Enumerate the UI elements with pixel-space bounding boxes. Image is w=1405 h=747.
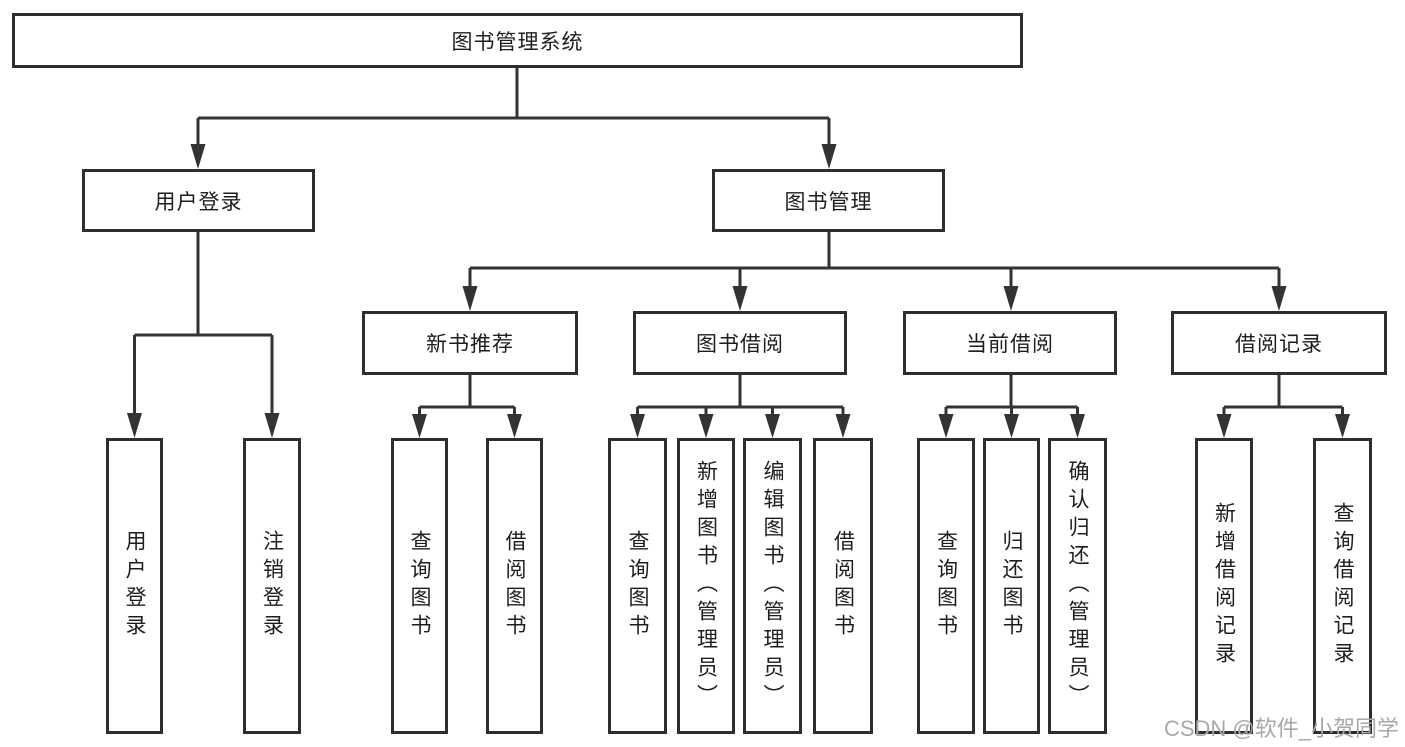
node-book-management: 图书管理: [712, 169, 945, 232]
leaf-query-book-current: 查询图书: [917, 438, 975, 734]
leaf-confirm-return-admin-label: 确认归还（管理员）: [1066, 460, 1089, 712]
node-borrow-record: 借阅记录: [1171, 311, 1387, 375]
node-book-borrow-label: 图书借阅: [696, 333, 784, 356]
node-borrow-record-label: 借阅记录: [1235, 333, 1323, 356]
leaf-confirm-return-admin: 确认归还（管理员）: [1048, 438, 1107, 734]
leaf-query-book-borrow-label: 查询图书: [626, 530, 649, 642]
node-current-borrow-label: 当前借阅: [966, 333, 1054, 356]
leaf-add-borrow-record-label: 新增借阅记录: [1212, 502, 1236, 670]
leaf-query-borrow-record: 查询借阅记录: [1313, 438, 1372, 734]
leaf-add-book-admin: 新增图书（管理员）: [677, 438, 735, 734]
leaf-borrow-book-recommend-label: 借阅图书: [503, 530, 526, 642]
leaf-add-book-admin-label: 新增图书（管理员）: [694, 460, 718, 712]
leaf-query-book-current-label: 查询图书: [934, 530, 958, 642]
leaf-query-book-borrow: 查询图书: [608, 438, 667, 734]
node-new-book-recommend-label: 新书推荐: [426, 333, 514, 356]
leaf-return-book-label: 归还图书: [1000, 530, 1023, 642]
leaf-query-borrow-record-label: 查询借阅记录: [1331, 502, 1354, 670]
node-user-login-label: 用户登录: [154, 190, 243, 214]
leaf-borrow-book-recommend: 借阅图书: [486, 438, 543, 734]
node-library-system-label: 图书管理系统: [451, 30, 584, 54]
leaf-query-book-recommend-label: 查询图书: [408, 530, 431, 642]
leaf-borrow-book: 借阅图书: [813, 438, 873, 734]
leaf-return-book: 归还图书: [983, 438, 1040, 734]
node-user-login: 用户登录: [82, 169, 315, 232]
node-book-management-label: 图书管理: [784, 190, 873, 214]
leaf-add-borrow-record: 新增借阅记录: [1195, 438, 1253, 734]
leaf-logout-login-label: 注销登录: [260, 530, 284, 642]
leaf-query-book-recommend: 查询图书: [391, 438, 448, 734]
node-library-system: 图书管理系统: [12, 13, 1023, 68]
leaf-logout-login: 注销登录: [243, 438, 301, 734]
node-book-borrow: 图书借阅: [633, 311, 847, 375]
leaf-borrow-book-label: 借阅图书: [831, 530, 855, 642]
leaf-edit-book-admin-label: 编辑图书（管理员）: [761, 460, 784, 712]
node-current-borrow: 当前借阅: [903, 311, 1117, 375]
csdn-watermark: CSDN @软件_小贺同学: [1163, 716, 1399, 741]
leaf-user-login-label: 用户登录: [123, 530, 146, 642]
leaf-user-login: 用户登录: [106, 438, 163, 734]
leaf-edit-book-admin: 编辑图书（管理员）: [743, 438, 802, 734]
node-new-book-recommend: 新书推荐: [362, 311, 578, 375]
